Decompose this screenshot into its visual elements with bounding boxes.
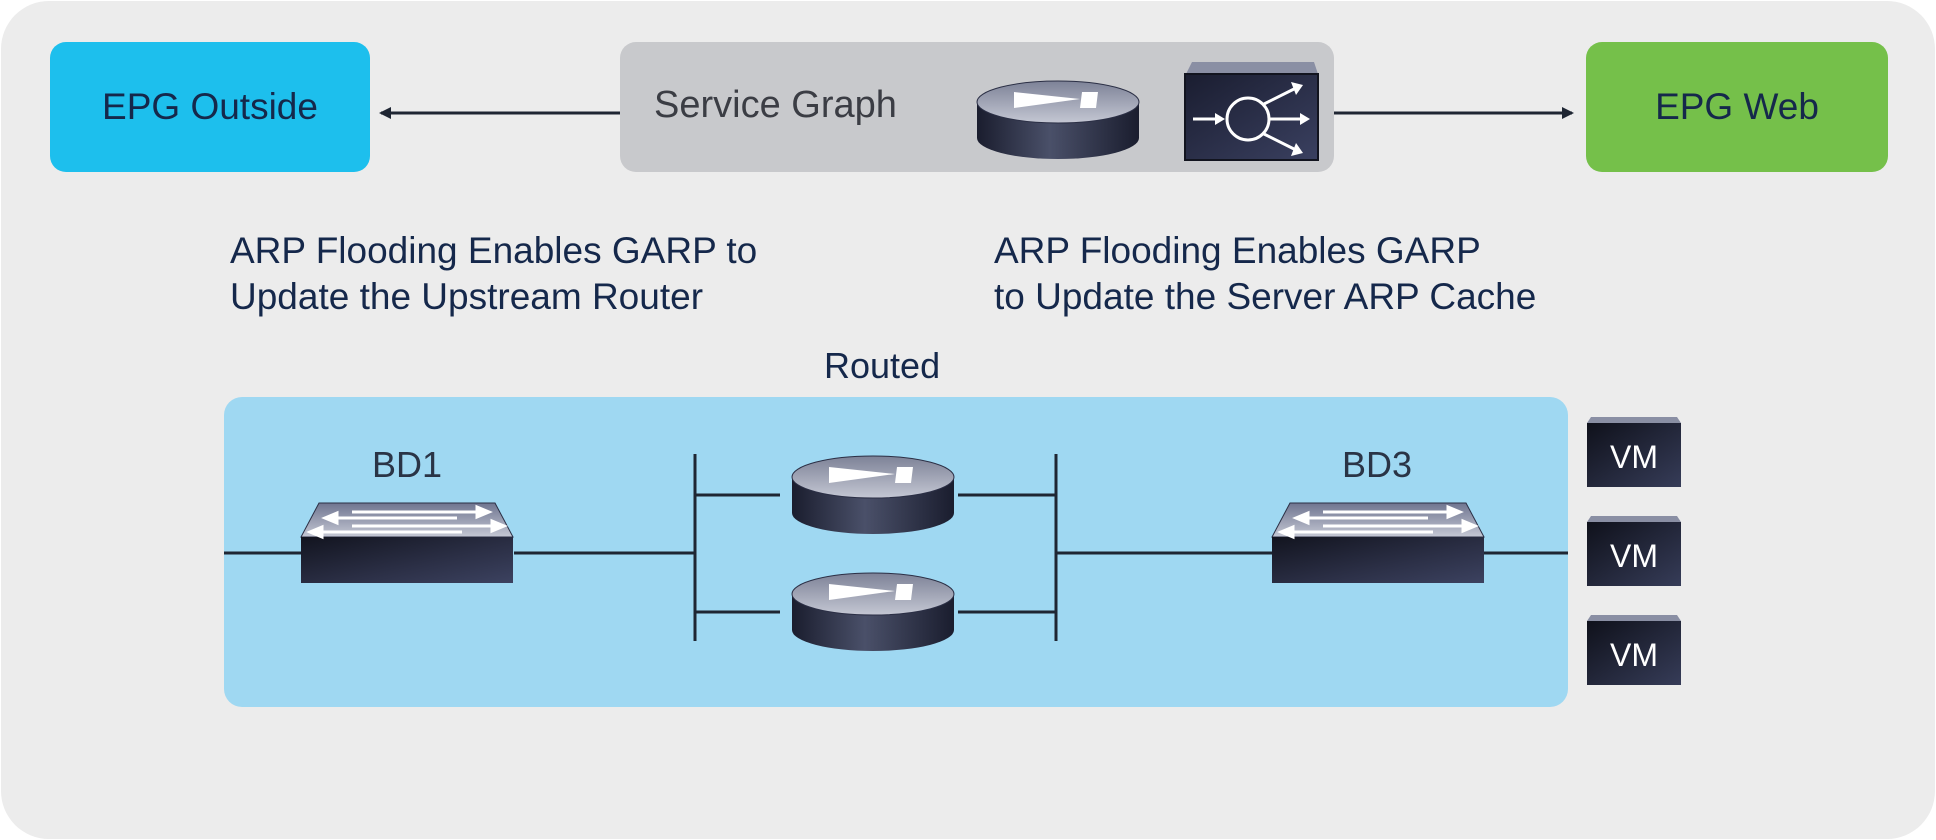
router-icon: [976, 80, 1140, 160]
note-line: to Update the Server ARP Cache: [994, 276, 1537, 317]
vm-label: VM: [1610, 438, 1658, 475]
note-server-arp-cache: ARP Flooding Enables GARP to Update the …: [994, 228, 1694, 320]
switch-icon: [299, 501, 515, 585]
note-line: Update the Upstream Router: [230, 276, 704, 317]
bd1-label: BD1: [372, 444, 443, 485]
note-line: ARP Flooding Enables GARP to: [230, 230, 758, 271]
router-icon: [791, 455, 955, 535]
epg-web-box: [1586, 42, 1888, 172]
switch-icon: [1270, 501, 1486, 585]
vm-label: VM: [1610, 537, 1658, 574]
epg-outside-box: [50, 42, 370, 172]
firewall-loadbalancer-icon: [1184, 62, 1319, 161]
note-upstream-router: ARP Flooding Enables GARP to Update the …: [230, 228, 850, 320]
network-lines: [224, 454, 1568, 641]
epg-web-label: EPG Web: [1655, 86, 1819, 127]
note-line: ARP Flooding Enables GARP: [994, 230, 1481, 271]
service-graph-label: Service Graph: [654, 84, 897, 126]
routed-label: Routed: [824, 345, 941, 386]
vm-label: VM: [1610, 636, 1658, 673]
epg-outside-label: EPG Outside: [102, 86, 318, 127]
router-icon: [791, 572, 955, 652]
routed-zone: [224, 397, 1568, 707]
bd3-label: BD3: [1342, 444, 1413, 485]
